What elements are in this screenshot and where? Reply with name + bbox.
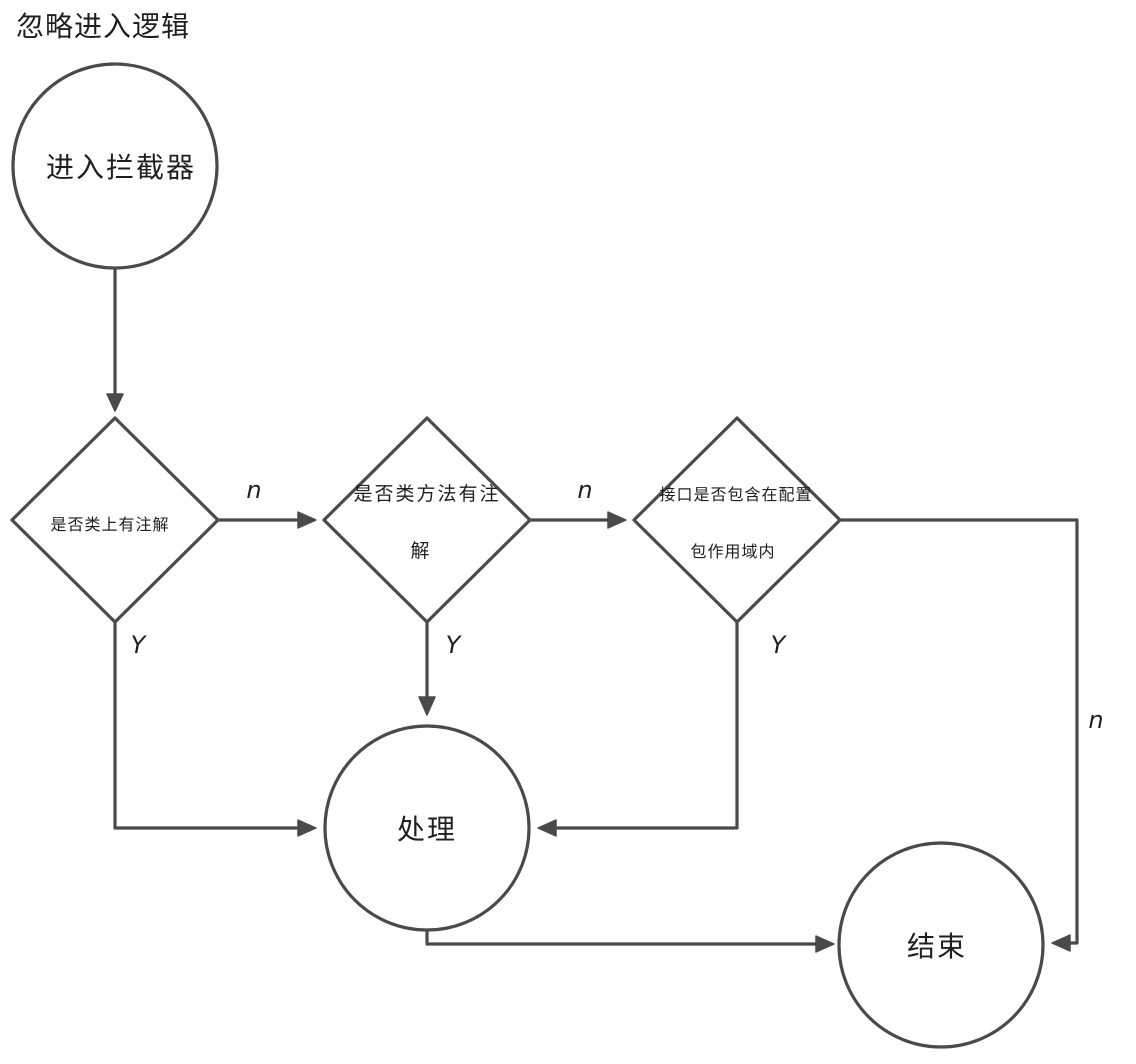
edge-class-check-yes-label: Y [131,631,148,659]
edge-method-check-yes: Y [418,620,463,716]
edge-package-check-no-label: n [1088,706,1103,734]
edge-package-check-yes: Y [537,620,788,837]
edge-method-check-no: n [528,476,627,529]
edge-package-check-yes-label: Y [771,631,788,659]
start-node-label: 进入拦截器 [46,151,196,184]
edge-package-check-no: n [838,518,1104,952]
end-node-label: 结束 [907,930,967,963]
decision-package-scope: 接口是否包含在配置 包作用域内 [632,416,842,624]
decision-package-scope-label-line1: 接口是否包含在配置 [659,485,812,504]
edge-class-check-no-label: n [246,476,261,504]
edge-class-check-no: n [216,476,317,529]
process-node: 处理 [323,724,531,932]
end-node: 结束 [837,841,1045,1049]
decision-class-annotation: 是否类上有注解 [10,416,220,624]
decision-method-annotation: 是否类方法有注 解 [322,416,532,624]
edge-class-check-yes: Y [113,620,317,837]
decision-method-annotation-label-line1: 是否类方法有注 [353,483,500,505]
edge-method-check-no-label: n [577,476,592,504]
start-node: 进入拦截器 [11,62,219,270]
edge-method-check-yes-label: Y [446,631,463,659]
process-node-label: 处理 [397,813,457,846]
edge-start-to-class-check [106,268,124,412]
diagram-title: 忽略进入逻辑 [16,10,190,43]
edge-process-to-end [425,928,835,953]
decision-class-annotation-label: 是否类上有注解 [50,515,169,534]
decision-package-scope-label-line2: 包作用域内 [690,542,775,561]
decision-method-annotation-label-line2: 解 [410,540,431,562]
